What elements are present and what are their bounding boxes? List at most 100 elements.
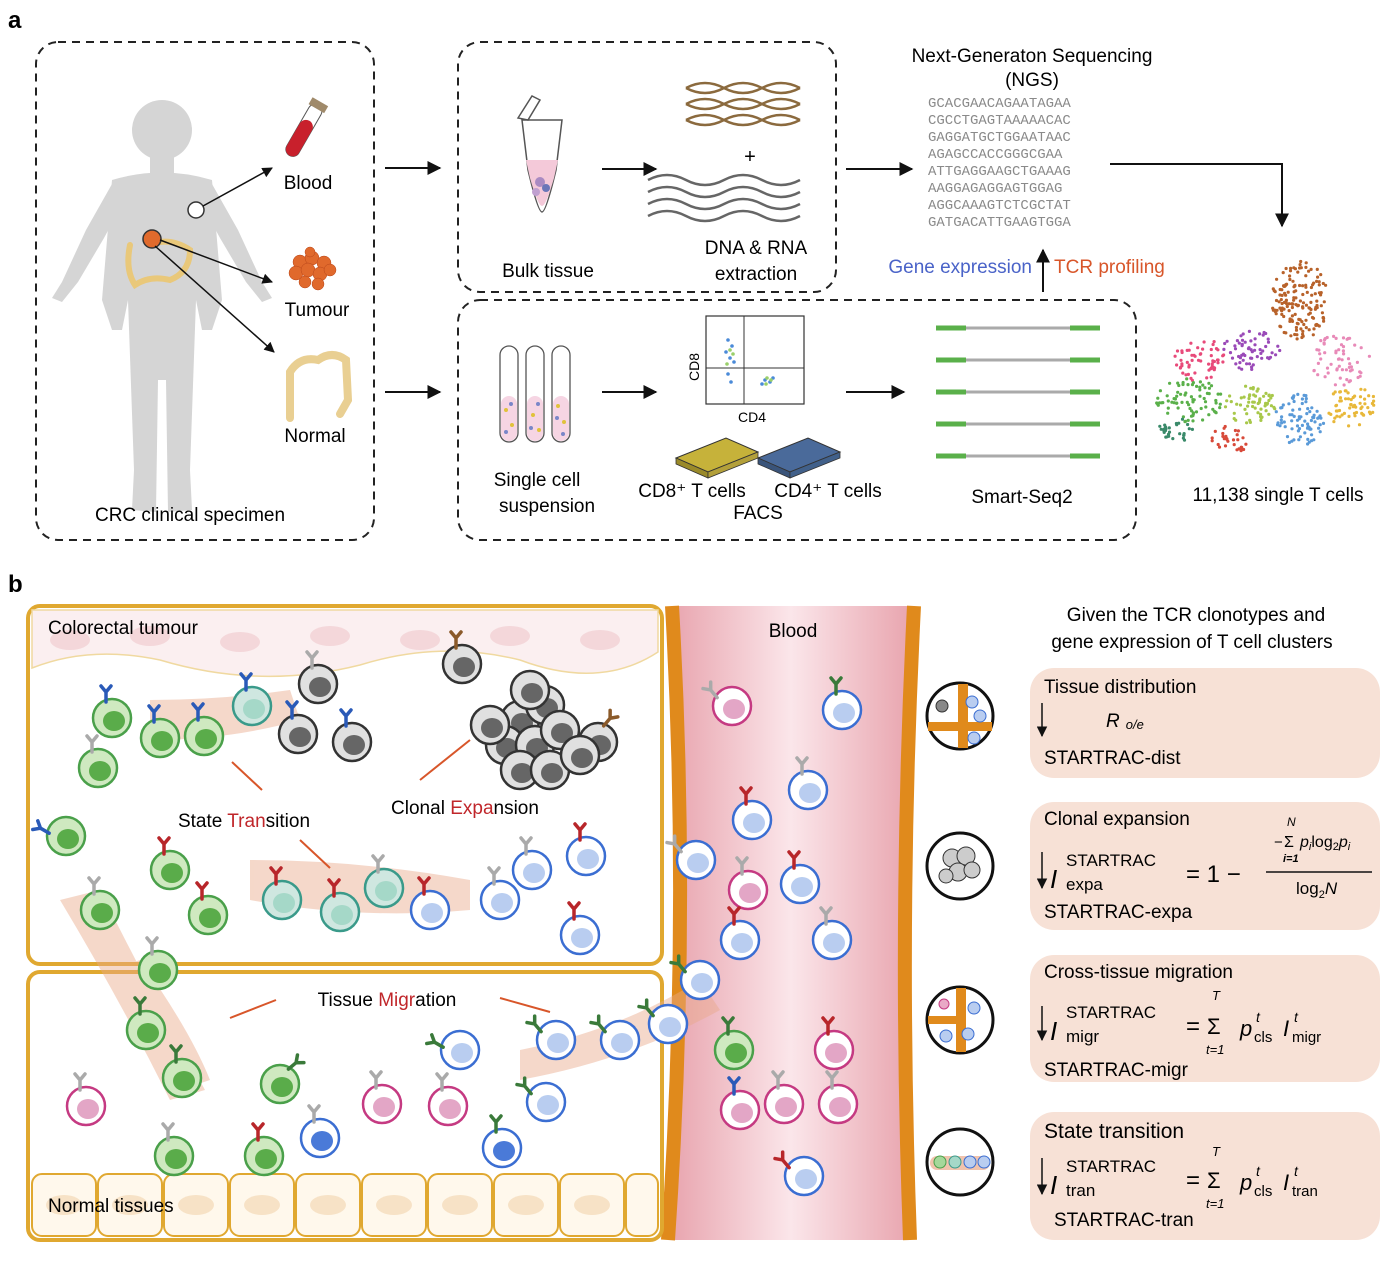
formula-migr-p: p [1239,1016,1252,1041]
tsne-point [1313,420,1317,424]
arrow-to-normal [154,245,275,353]
tsne-point [1273,309,1277,314]
tsne-point [1253,406,1257,410]
tsne-point [1308,410,1312,414]
tsne-point [1294,325,1298,330]
formula-tran-sigma: Σ [1207,1168,1221,1193]
tsne-point [1278,287,1282,292]
tsne-point [1232,411,1236,415]
tsne-point [1229,400,1233,404]
tsne-point [1319,291,1323,295]
tsne-point [1259,407,1263,411]
tsne-point [1353,343,1357,347]
formula-tran-startrac: STARTRAC [1066,1157,1156,1176]
formula-migr-p-sup: t [1256,1009,1261,1025]
tsne-point [1182,433,1186,437]
tsne-point [1199,352,1203,356]
formula-migr-p-sub: cls [1254,1029,1272,1046]
formula-migr-eq: = [1186,1013,1200,1040]
tsne-point [1288,274,1292,278]
tsne-point [1315,299,1319,303]
tsne-point [1349,398,1353,402]
tsne-point [1222,347,1226,351]
tsne-point [1168,381,1172,385]
t-cell [297,650,339,705]
tsne-point [1307,312,1311,316]
t-cell [231,672,273,727]
blood-vessel [668,606,914,1240]
tsne-point [1300,423,1304,427]
tsne-point [1163,423,1167,427]
tsne-point [1240,338,1245,342]
tsne-point [1232,443,1236,447]
t-cell [243,1122,285,1177]
tsne-point [1271,306,1275,310]
t-cell [719,906,761,961]
vessel-wall-right [897,605,921,1241]
tsne-point [1259,412,1263,416]
tissue-migration-pre: Tissue [318,990,379,1011]
tsne-point [1347,414,1351,418]
tsne-point [1230,356,1235,360]
tsne-point [1287,402,1291,406]
tsne-point [1274,298,1279,303]
t-cell [511,836,553,891]
tsne-point [1180,400,1184,404]
t-cell [701,680,753,727]
tsne-point [1177,383,1181,388]
tsne-point [1304,261,1308,265]
tsne-point [1300,397,1304,401]
tsne-point [1213,366,1217,370]
tsne-point [1280,301,1284,306]
formula-tran-sub: tran [1066,1181,1095,1200]
t-cell [409,876,451,931]
formula-tran-p: p [1239,1170,1252,1195]
tsne-point [1321,281,1325,286]
tsne-point [1338,415,1342,419]
ngs-title-line1: Next-Generaton Sequencing [912,46,1153,67]
tsne-point [1269,404,1273,408]
blood-vessel-label: Blood [769,621,818,642]
clonal-expansion-hl: Expa [450,798,494,819]
t-cell [425,1029,481,1071]
tsne-point [1304,318,1308,322]
tsne-point [1211,342,1215,347]
tsne-point [1311,283,1315,287]
tsne-point [1157,401,1162,405]
tsne-point [1298,407,1302,411]
tsne-point [1347,424,1351,428]
tsne-point [1175,394,1179,398]
tsne-point [1277,300,1281,304]
tsne-point [1313,292,1317,296]
suspension-label-line2: suspension [499,496,595,517]
rna-strands-icon [647,173,801,223]
tsne-point [1289,266,1293,270]
tsne-point [1156,396,1160,400]
tsne-point [1238,403,1243,407]
tsne-point [1225,339,1229,343]
tsne-point [1259,351,1263,355]
t-cell [153,1122,195,1177]
t-cell [149,836,191,891]
tsne-point [1243,407,1247,411]
tsne-point [1199,359,1203,363]
t-cell [137,936,179,991]
tsne-point [1367,354,1371,358]
t-cell [441,630,483,685]
tsne-point [1310,433,1314,437]
tsne-point [1310,315,1315,320]
tsne-point [1191,381,1195,385]
tsne-point [1261,333,1265,337]
tsne-point [1298,435,1302,439]
t-cell [77,734,119,789]
tsne-point [1372,403,1376,407]
tsne-point [1266,340,1271,344]
tsne-point [1337,364,1341,368]
tsne-point [1339,343,1344,347]
tsne-point [1276,421,1280,425]
tsne-point [1211,407,1215,411]
tsne-point [1239,446,1243,451]
t-cell [79,876,121,931]
facs-label: FACS [733,503,783,524]
tsne-point [1158,389,1162,393]
